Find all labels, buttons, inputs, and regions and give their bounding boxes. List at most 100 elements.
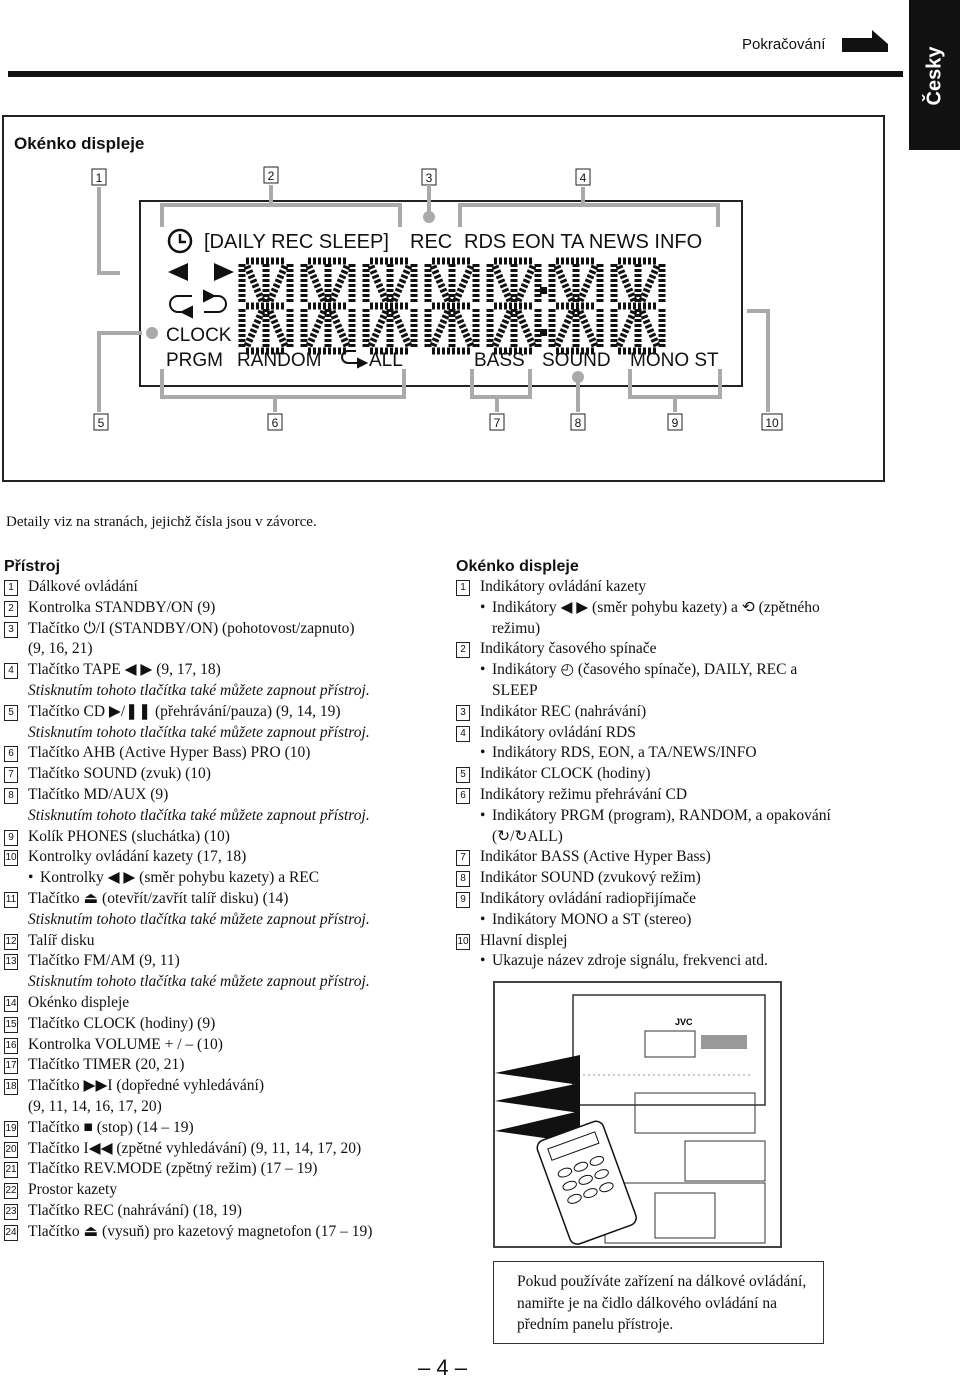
item-number-badge: 8	[456, 871, 470, 888]
svg-text:6: 6	[272, 416, 279, 430]
item-number-badge: 4	[456, 725, 470, 742]
clock-indicator: CLOCK	[166, 325, 232, 346]
callout-5: 5	[93, 413, 109, 431]
svg-text:1: 1	[96, 171, 103, 185]
item-text: Indikátory režimu přehrávání CD	[480, 785, 688, 803]
device-section-title: Přístroj	[4, 558, 61, 575]
svg-text:4: 4	[580, 171, 587, 185]
random-indicator: RANDOM	[237, 350, 321, 371]
item-text: Tlačítko ⏏ (otevřít/zavřít talíř disku) …	[28, 889, 289, 907]
item-text: Tlačítko TIMER (20, 21)	[28, 1056, 185, 1074]
repeat-all-indicator: ALL	[369, 350, 403, 371]
item-number-badge: 3	[4, 621, 18, 638]
item-bullet: Indikátory PRGM (program), RANDOM, a opa…	[456, 806, 896, 827]
item-number-badge: 4	[4, 663, 18, 680]
item-number-badge: 15	[4, 1016, 18, 1033]
item-number-badge: 20	[4, 1141, 18, 1158]
segment-character	[362, 257, 418, 355]
remote-note: Pokud používáte zařízení na dálkové ovlá…	[517, 1273, 807, 1333]
callout-2: 2	[263, 166, 279, 184]
item-text: Indikátory časového spínače	[480, 640, 657, 658]
device_section-item-18: 18 Tlačítko ▶▶I (dopředné vyhledávání)	[4, 1076, 444, 1097]
prgm-indicator: PRGM	[166, 350, 223, 371]
display-page-note: Detaily viz na stranách, jejichž čísla j…	[6, 514, 317, 530]
item-number-badge: 23	[4, 1203, 18, 1220]
item-text: Talíř disku	[28, 931, 95, 949]
device_section-item-17: 17 Tlačítko TIMER (20, 21)	[4, 1055, 444, 1076]
item-number-badge: 6	[4, 746, 18, 763]
device_section-item-9: 9 Kolík PHONES (sluchátka) (10)	[4, 827, 444, 848]
item-number-badge: 7	[4, 767, 18, 784]
item-text: Dálkové ovládání	[28, 578, 138, 595]
item-note: Stisknutím tohoto tlačítka také můžete z…	[28, 806, 370, 824]
item-number-badge: 24	[4, 1224, 18, 1241]
device_section-item-18-cont: (9, 11, 14, 16, 17, 20)	[4, 1097, 444, 1118]
item-number-badge: 1	[456, 580, 470, 596]
item-number-badge: 5	[456, 767, 470, 784]
display-section-title: Okénko displeje	[456, 558, 579, 575]
item-number-badge: 18	[4, 1079, 18, 1096]
header-rule	[8, 71, 903, 77]
item-number-badge: 19	[4, 1120, 18, 1137]
item-bullet: Indikátory RDS, EON, a TA/NEWS/INFO	[456, 743, 896, 764]
item-number-badge: 8	[4, 787, 18, 804]
item-text: Indikátory ovládání radiopřijímače	[480, 889, 697, 907]
item-text: Tlačítko ⏻/I (STANDBY/ON) (pohotovost/za…	[28, 619, 355, 637]
continue-label: Pokračování	[742, 36, 826, 53]
display-diagram-frame	[2, 115, 885, 482]
item-number-badge: 17	[4, 1058, 18, 1075]
device-illustration: JVC	[493, 981, 782, 1248]
item-text: Tlačítko FM/AM (9, 11)	[28, 952, 180, 970]
item-text: Tlačítko AHB (Active Hyper Bass) PRO (10…	[28, 744, 311, 762]
callout-4: 4	[575, 168, 591, 186]
device_section-item-3: 3 Tlačítko ⏻/I (STANDBY/ON) (pohotovost/z…	[4, 619, 444, 640]
reverse-mode-icon	[169, 289, 227, 319]
item-text: Kolík PHONES (sluchátka) (10)	[28, 827, 230, 845]
svg-text:5: 5	[98, 416, 105, 430]
lcd-panel	[139, 200, 743, 387]
item-number-badge: 9	[4, 829, 18, 846]
colon-dot	[540, 287, 547, 294]
item-number-badge: 22	[4, 1183, 18, 1200]
item-number-badge: 1	[4, 580, 18, 596]
item-number-badge: 13	[4, 954, 18, 971]
item-text: Hlavní displej	[480, 931, 568, 949]
item-number-badge: 10	[4, 850, 18, 867]
segment-character	[548, 257, 604, 355]
svg-text:8: 8	[575, 416, 582, 430]
item-number-badge: 6	[456, 787, 470, 804]
item-text: Prostor kazety	[28, 1181, 118, 1199]
item-text: Tlačítko ▶▶I (dopředné vyhledávání)	[28, 1077, 265, 1095]
item-text: Indikátory ovládání RDS	[480, 723, 636, 741]
svg-text:9: 9	[672, 416, 679, 430]
item-bullet: Indikátory ◴ (časového spínače), DAILY, …	[456, 660, 896, 681]
item-text: Indikátor BASS (Active Hyper Bass)	[480, 848, 711, 866]
callout-8: 8	[570, 413, 586, 431]
item-text: Kontrolka VOLUME + / – (10)	[28, 1035, 223, 1053]
item-number-badge: 10	[456, 933, 470, 950]
item-text: Tlačítko ■ (stop) (14 – 19)	[28, 1118, 194, 1136]
item-number-badge: 2	[4, 600, 18, 617]
item-text: Tlačítko REC (nahrávání) (18, 19)	[28, 1201, 242, 1219]
item-bullet: Indikátory MONO a ST (stereo)	[456, 910, 896, 931]
svg-text:3: 3	[426, 171, 433, 185]
main-segment-display	[238, 257, 666, 355]
item-number-badge: 3	[456, 704, 470, 721]
display_section-item-6: 6 Indikátory režimu přehrávání CD	[456, 785, 896, 806]
item-text: Indikátor CLOCK (hodiny)	[480, 765, 651, 783]
device_section-item-13: 13 Tlačítko FM/AM (9, 11)	[4, 951, 444, 972]
mono-st-indicator: MONO ST	[630, 350, 719, 371]
brand-logo: JVC	[675, 1017, 693, 1027]
item-text: Indikátor SOUND (zvukový režim)	[480, 869, 701, 887]
